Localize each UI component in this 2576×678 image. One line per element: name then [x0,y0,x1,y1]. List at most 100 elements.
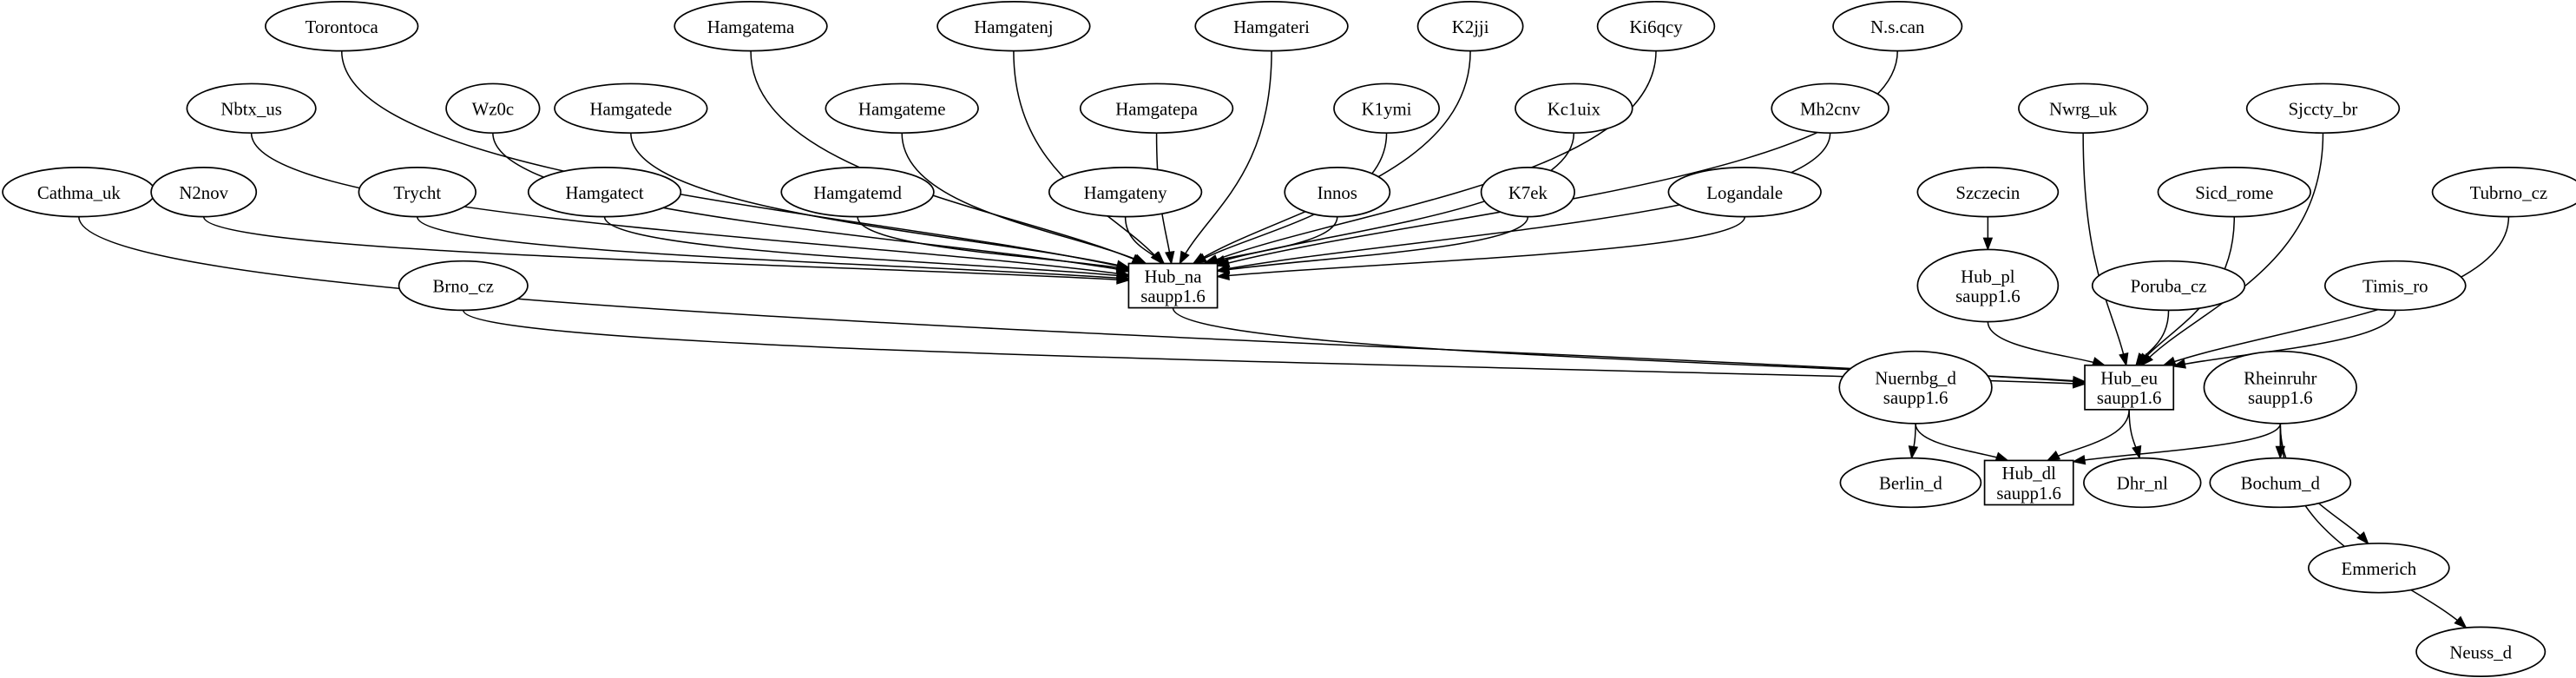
ellipse-shape [2431,167,2576,218]
node-label: saupp1.6 [1955,286,2021,306]
ellipse-shape [1839,457,1982,509]
edge-trycht-to-hub_na [417,216,1129,280]
node-timis_ro[interactable]: Timis_ro [2323,260,2467,312]
node-label: Torontoca [306,16,378,37]
node-hamgateri[interactable]: Hamgateri [1194,1,1349,52]
node-poruba_cz[interactable]: Poruba_cz [2091,260,2246,312]
ellipse-shape [1480,167,1575,218]
node-logandale[interactable]: Logandale [1667,167,1822,218]
ellipse-shape [780,167,935,218]
node-wz0c[interactable]: Wz0c [445,82,541,135]
node-sjccty_br[interactable]: Sjccty_br [2245,82,2401,135]
edge-hamgateme-to-hub_na [901,133,1147,265]
arrowhead-icon [1215,270,1230,280]
node-hamgateny[interactable]: Hamgateny [1048,167,1203,218]
edge-logandale-to-hub_na [1217,216,1745,278]
node-label: Hamgateny [1084,182,1168,203]
node-label: Hamgatect [566,182,644,203]
ellipse-shape [186,82,317,135]
node-label: Bochum_d [2241,473,2321,494]
ellipse-shape [1832,1,1963,52]
box-shape [2084,364,2175,411]
node-szczecin[interactable]: Szczecin [1916,167,2060,218]
node-hamgatede[interactable]: Hamgatede [554,82,708,135]
node-label: K1ymi [1362,98,1412,119]
ellipse-shape [825,82,979,135]
node-label: Nbtx_us [220,98,282,119]
edge-hamgatema-to-hub_na [750,50,1145,265]
arrowhead-icon [2132,444,2142,460]
edge-nscan-to-hub_na [1217,50,1899,267]
node-brno_cz[interactable]: Brno_cz [398,260,529,312]
node-nbtx_us[interactable]: Nbtx_us [186,82,317,135]
edge-hamgatect-to-hub_na [603,216,1129,278]
node-hamgatenj[interactable]: Hamgatenj [936,1,1091,52]
edges-layer [78,50,2510,629]
ellipse-shape [265,1,419,52]
node-ki6qcy[interactable]: Ki6qcy [1596,1,1716,52]
node-berlin_d[interactable]: Berlin_d [1839,457,1982,509]
edge-torontoca-to-hub_na [340,50,1129,269]
node-tubrno_cz[interactable]: Tubrno_cz [2431,167,2576,218]
arrowhead-icon [2162,356,2177,366]
node-k1ymi[interactable]: K1ymi [1333,82,1440,135]
edge-hamgatenj-to-hub_na [1013,50,1163,264]
edge-nwrg_uk-to-hub_eu [2082,133,2127,365]
box-shape [1983,459,2074,506]
node-nwrg_uk[interactable]: Nwrg_uk [2018,82,2149,135]
node-bochum_d[interactable]: Bochum_d [2209,457,2352,509]
node-hamgateme[interactable]: Hamgateme [825,82,979,135]
node-torontoca[interactable]: Torontoca [265,1,419,52]
ellipse-shape [2209,457,2352,509]
node-emmerich[interactable]: Emmerich [2307,543,2450,594]
node-k7ek[interactable]: K7ek [1480,167,1575,218]
node-hamgatemd[interactable]: Hamgatemd [780,167,935,218]
ellipse-shape [358,167,477,218]
node-hamgatema[interactable]: Hamgatema [674,1,828,52]
node-label: Hamgateme [858,98,946,119]
arrowhead-icon [2072,455,2086,465]
edge-hub_pl-to-hub_eu [1987,321,2106,366]
node-k2jji[interactable]: K2jji [1416,1,1524,52]
node-label: N.s.can [1870,16,1925,37]
node-n2nov[interactable]: N2nov [150,167,258,218]
ellipse-shape [1916,167,2060,218]
ellipse-shape [674,1,828,52]
arrowhead-icon [1982,237,1994,252]
arrowhead-icon [2135,352,2147,367]
node-mh2cnv[interactable]: Mh2cnv [1771,82,1889,135]
arrowhead-icon [1116,270,1131,280]
edge-sicd_rome-to-hub_eu [2138,216,2236,366]
edge-k2jji-to-hub_na [1193,50,1471,265]
arrowhead-icon [2172,359,2186,369]
node-nscan[interactable]: N.s.can [1832,1,1963,52]
node-kc1uix[interactable]: Kc1uix [1515,82,1633,135]
node-label: Hamgatepa [1115,98,1198,119]
box-shape [1127,262,1219,309]
arrowhead-icon [2119,352,2129,367]
node-trycht[interactable]: Trycht [358,167,477,218]
node-cathma_uk[interactable]: Cathma_uk [2,167,156,218]
node-hamgatepa[interactable]: Hamgatepa [1079,82,1234,135]
node-label: Neuss_d [2449,642,2512,662]
edge-k1ymi-to-hub_na [1193,133,1388,265]
arrowhead-icon [1994,451,2009,462]
node-innos[interactable]: Innos [1284,167,1391,218]
edge-k7ek-to-hub_na [1217,216,1529,272]
ellipse-shape [1333,82,1440,135]
ellipse-shape [1596,1,1716,52]
node-hamgatect[interactable]: Hamgatect [527,167,682,218]
node-label: Nwrg_uk [2049,98,2118,119]
node-sicd_rome[interactable]: Sicd_rome [2157,167,2311,218]
edge-tubrno_cz-to-hub_eu [2163,216,2510,366]
node-dhr_nl[interactable]: Dhr_nl [2083,457,2202,509]
node-neuss_d[interactable]: Neuss_d [2415,626,2546,677]
